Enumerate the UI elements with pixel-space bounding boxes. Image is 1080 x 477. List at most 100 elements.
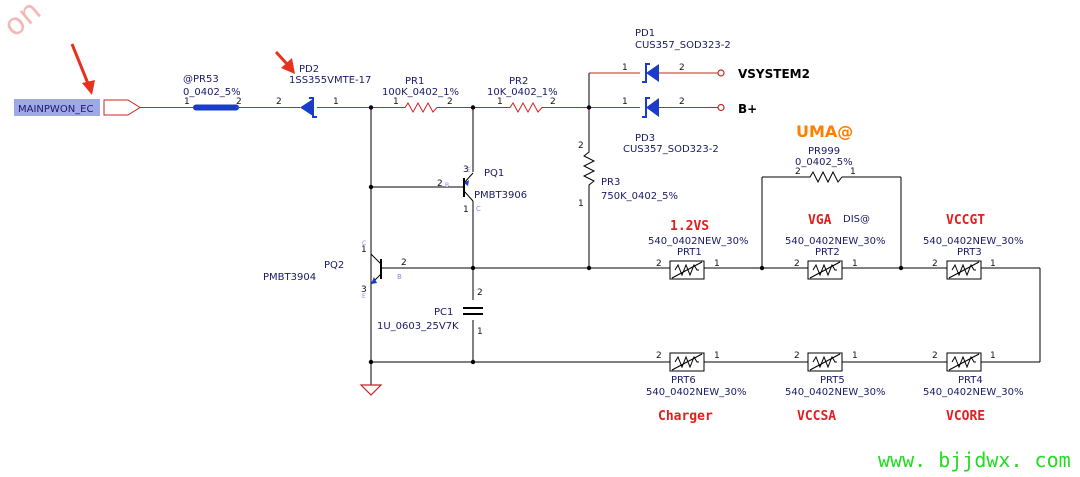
net-label-mainpwon[interactable]: MAINPWON_EC [14,99,100,116]
svg-text:2: 2 [932,351,938,361]
prt4-thermistor[interactable] [946,352,982,372]
svg-text:1: 1 [714,259,720,269]
net-terminal [717,103,725,112]
svg-text:PRT3: PRT3 [957,247,982,258]
svg-text:B: B [445,182,449,189]
svg-text:C: C [476,205,481,213]
svg-text:2: 2 [276,97,282,107]
pr53-ref: @PR53 [183,74,219,85]
prt2-thermistor[interactable] [807,260,843,280]
rail-label-vccsa: VCCSA [797,409,836,424]
svg-text:1: 1 [497,97,503,107]
rail-label-vccgt: VCCGT [946,213,985,228]
svg-text:1: 1 [622,97,628,107]
svg-text:1: 1 [184,97,190,107]
svg-text:1: 1 [852,259,858,269]
svg-text:1: 1 [990,259,996,269]
net-label-vsystem2[interactable]: VSYSTEM2 [738,67,810,81]
rail-label-vcore: VCORE [946,409,985,424]
svg-text:E: E [467,167,471,174]
svg-text:on: on [0,0,48,44]
svg-text:2: 2 [794,351,800,361]
port-symbol [103,99,141,116]
arrow-icon [274,50,295,74]
svg-text:2: 2 [656,259,662,269]
svg-text:PMBT3904: PMBT3904 [263,272,316,283]
svg-text:PR1: PR1 [405,76,424,87]
svg-text:1U_0603_25V7K: 1U_0603_25V7K [377,321,459,332]
svg-text:1: 1 [393,97,399,107]
svg-text:0_0402_5%: 0_0402_5% [795,157,853,168]
rail-label-charger: Charger [658,409,713,424]
pr1-resistor[interactable] [398,101,458,114]
svg-text:PR3: PR3 [601,177,620,188]
rail-label-vga: VGA [808,213,832,228]
svg-text:1: 1 [361,245,367,255]
svg-text:1: 1 [714,351,720,361]
svg-text:PD3: PD3 [635,133,655,144]
svg-text:2: 2 [656,351,662,361]
pr999-resistor[interactable] [805,170,901,184]
prt3-thermistor[interactable] [946,260,982,280]
svg-text:MAINPWON_EC: MAINPWON_EC [18,104,93,115]
pr3-resistor[interactable] [582,142,596,268]
svg-text:PRT4: PRT4 [958,375,983,386]
svg-text:1: 1 [852,351,858,361]
junction-dot [586,105,592,110]
svg-text:2: 2 [236,97,242,107]
net-label-bplus[interactable]: B+ [738,102,757,116]
svg-text:2: 2 [932,259,938,269]
pd1-diode[interactable] [642,63,659,83]
svg-text:540_0402NEW_30%: 540_0402NEW_30% [648,236,748,247]
svg-text:1: 1 [990,351,996,361]
svg-text:PR999: PR999 [808,146,840,157]
prt5-thermistor[interactable] [807,352,843,372]
pd3-diode[interactable] [642,97,659,118]
svg-text:PRT2: PRT2 [815,247,840,258]
svg-text:1SS355VMTE-17: 1SS355VMTE-17 [289,75,371,86]
svg-text:PRT6: PRT6 [671,375,696,386]
svg-text:2: 2 [437,179,443,189]
pq2-transistor[interactable] [370,253,382,285]
svg-text:540_0402NEW_30%: 540_0402NEW_30% [785,387,885,398]
svg-text:2: 2 [679,97,685,107]
svg-text:PMBT3906: PMBT3906 [474,190,527,201]
pr2-resistor[interactable] [500,101,560,114]
corner-watermark: on [0,0,48,44]
ground-icon [359,384,383,396]
pr53-value: 0_0402_5% [183,87,241,98]
svg-text:PD2: PD2 [299,64,319,75]
svg-text:2: 2 [447,97,453,107]
option-uma: UMA@ [796,122,853,141]
svg-text:2: 2 [550,97,556,107]
svg-text:E: E [362,293,366,300]
svg-text:PQ1: PQ1 [484,168,504,179]
svg-text:2: 2 [578,141,584,151]
net-terminal [717,69,725,77]
pq1-transistor[interactable] [463,172,474,202]
prt1-thermistor[interactable] [669,260,705,280]
pd2-diode[interactable] [300,97,317,118]
svg-text:PRT5: PRT5 [820,375,845,386]
svg-text:PC1: PC1 [434,307,453,318]
svg-text:CUS357_SOD323-2: CUS357_SOD323-2 [623,144,719,155]
svg-text:2: 2 [794,259,800,269]
svg-text:B: B [397,273,402,281]
svg-text:540_0402NEW_30%: 540_0402NEW_30% [646,387,746,398]
svg-text:540_0402NEW_30%: 540_0402NEW_30% [923,387,1023,398]
svg-text:540_0402NEW_30%: 540_0402NEW_30% [785,236,885,247]
pc1-capacitor[interactable] [463,300,483,320]
svg-text:PRT1: PRT1 [677,247,702,258]
svg-text:C: C [362,240,366,247]
arrow-icon [70,43,95,95]
prt6-thermistor[interactable] [669,352,705,372]
svg-text:CUS357_SOD323-2: CUS357_SOD323-2 [635,40,731,51]
svg-text:100K_0402_1%: 100K_0402_1% [382,87,459,98]
svg-text:PQ2: PQ2 [324,260,344,271]
svg-text:1: 1 [463,205,469,215]
svg-text:1: 1 [850,167,856,177]
site-watermark: www. bjjdwx. com [878,448,1071,472]
svg-text:10K_0402_1%: 10K_0402_1% [487,87,558,98]
svg-text:PR2: PR2 [509,76,528,87]
